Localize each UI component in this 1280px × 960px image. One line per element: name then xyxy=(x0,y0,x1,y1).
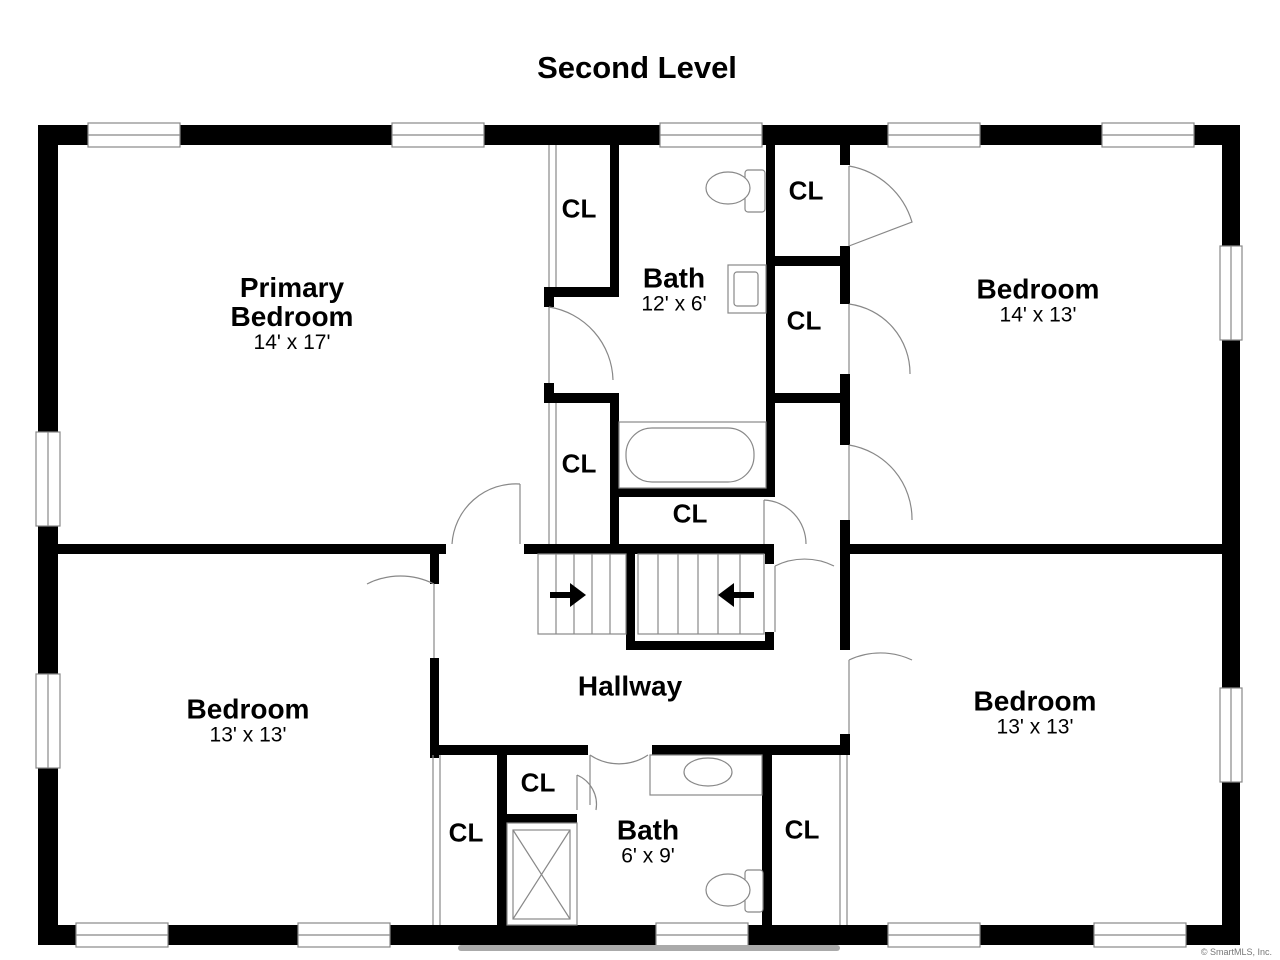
window xyxy=(887,122,981,148)
arrow-right-icon xyxy=(550,583,586,607)
interior-walls xyxy=(58,145,1222,925)
arrow-left-icon xyxy=(718,583,754,607)
windows xyxy=(35,122,1243,948)
window xyxy=(1101,122,1195,148)
exterior-walls xyxy=(38,125,1240,945)
window xyxy=(391,122,485,148)
copyright-credit: © SmartMLS, Inc. xyxy=(1200,947,1272,957)
fixtures xyxy=(506,169,767,926)
closet-sliders xyxy=(432,145,848,925)
window xyxy=(297,922,391,948)
toilet-icon xyxy=(705,169,766,213)
window xyxy=(35,431,61,527)
page-title: Second Level xyxy=(537,50,737,85)
door-swings xyxy=(366,165,913,811)
window xyxy=(75,922,169,948)
window xyxy=(87,122,181,148)
vanity-sink-icon xyxy=(649,754,763,796)
bathtub-icon xyxy=(618,421,767,489)
staircase-right xyxy=(637,553,765,635)
sink-icon xyxy=(727,264,767,314)
window xyxy=(655,922,749,948)
toilet-icon xyxy=(705,869,764,913)
window xyxy=(887,922,981,948)
window xyxy=(659,122,763,148)
window xyxy=(1219,245,1243,341)
window xyxy=(35,673,61,769)
shower-icon xyxy=(506,822,578,926)
sliding-door-track xyxy=(458,945,840,951)
window xyxy=(1093,922,1187,948)
window xyxy=(1219,687,1243,783)
